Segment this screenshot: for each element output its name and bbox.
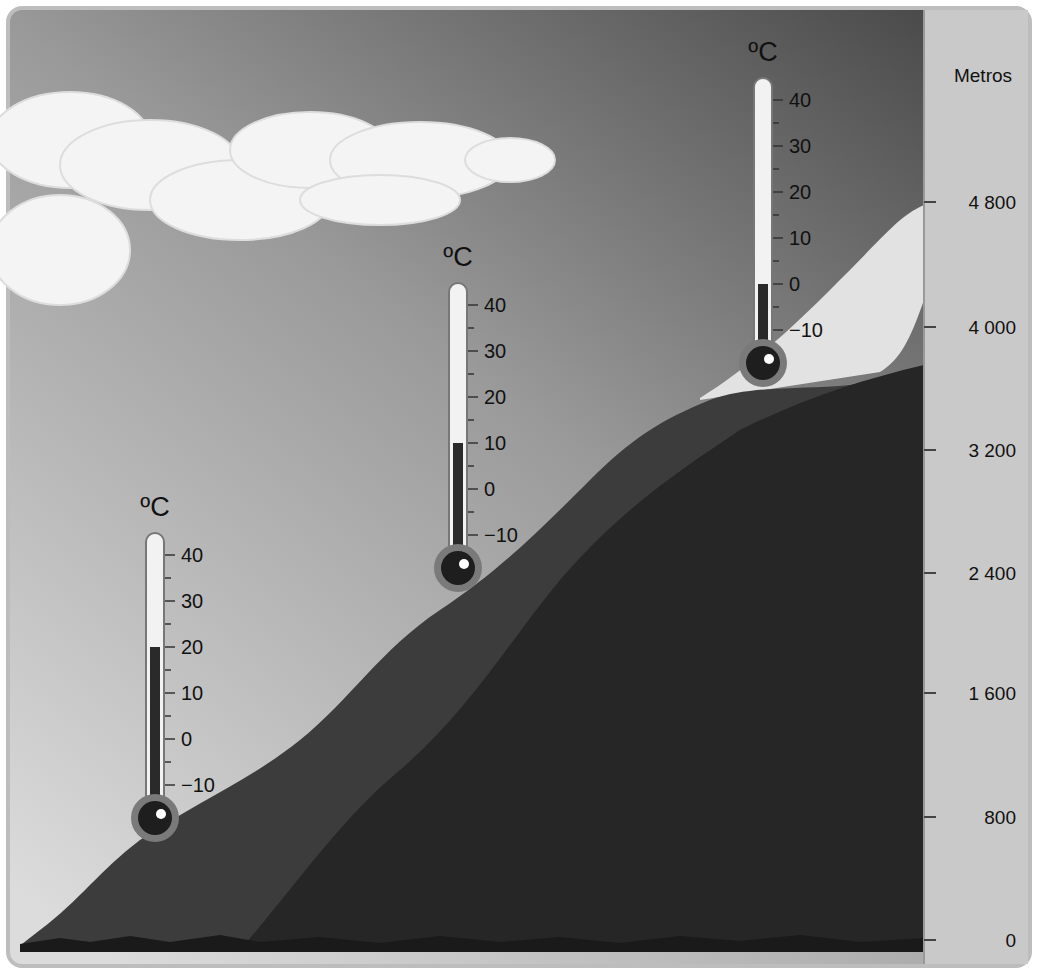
temperature-value: 30	[181, 591, 203, 611]
scale-tick	[773, 99, 783, 101]
scale-tick	[468, 534, 478, 536]
scale-tick	[773, 306, 779, 308]
thermometer	[739, 78, 787, 387]
axis-tick	[924, 692, 936, 694]
scale-tick	[165, 692, 175, 694]
scale-tick	[165, 669, 171, 671]
altitude-value: 3 200	[968, 441, 1016, 460]
scale-tick	[165, 784, 175, 786]
axis-tick	[924, 816, 936, 818]
scale-tick	[468, 304, 478, 306]
thermometer	[131, 533, 179, 842]
altitude-value: 4 000	[968, 318, 1016, 337]
scale-tick	[165, 623, 171, 625]
scale-tick	[773, 145, 783, 147]
temperature-value: 0	[484, 479, 495, 499]
scale-tick	[468, 488, 478, 490]
scale-tick	[468, 327, 474, 329]
temperature-value: 10	[181, 683, 203, 703]
scale-tick	[468, 511, 474, 513]
temperature-value: 10	[484, 433, 506, 453]
snow-cap	[700, 205, 924, 400]
thermometer-bulb	[441, 551, 475, 585]
altitude-axis	[924, 10, 936, 964]
scale-tick	[468, 442, 478, 444]
axis-tick	[924, 326, 936, 328]
thermometer-tube	[449, 283, 467, 568]
unit-label: ºC	[140, 494, 169, 521]
axis-tick	[924, 572, 936, 574]
bulb-ring	[434, 544, 482, 592]
mountain-back	[245, 365, 924, 944]
temperature-value: 20	[181, 637, 203, 657]
thermometer	[434, 283, 482, 592]
altitude-value: 800	[984, 808, 1016, 827]
axis-line	[923, 10, 925, 964]
scale-tick	[468, 350, 478, 352]
mercury-column	[150, 647, 160, 818]
temperature-value: 40	[484, 295, 506, 315]
thermometers	[131, 78, 787, 842]
scale-tick	[773, 168, 779, 170]
temperature-value: −10	[484, 525, 518, 545]
scale-tick	[773, 214, 779, 216]
axis-tick	[924, 939, 936, 941]
scale-tick	[468, 396, 478, 398]
altitude-value: 2 400	[968, 564, 1016, 583]
bulb-highlight	[764, 354, 774, 364]
thermometer-bulb	[746, 346, 780, 380]
altitude-value: 0	[1005, 931, 1016, 950]
unit-label: ºC	[443, 244, 472, 271]
axis-tick	[924, 449, 936, 451]
sky-background	[8, 8, 1030, 966]
ground-vegetation	[20, 935, 924, 952]
bulb-highlight	[156, 809, 166, 819]
temperature-value: 30	[484, 341, 506, 361]
scale-tick	[773, 260, 779, 262]
scale-tick	[165, 761, 171, 763]
scale-tick	[165, 738, 175, 740]
bulb-ring	[131, 794, 179, 842]
temperature-value: 40	[181, 545, 203, 565]
scale-tick	[468, 373, 474, 375]
cloud	[0, 92, 555, 305]
temperature-value: 0	[181, 729, 192, 749]
scale-tick	[773, 329, 783, 331]
scale-tick	[165, 577, 171, 579]
axis-tick	[924, 201, 936, 203]
temperature-value: 0	[789, 274, 800, 294]
scale-tick	[468, 419, 474, 421]
scale-tick	[773, 122, 779, 124]
axis-title: Metros	[954, 66, 1012, 85]
bulb-ring	[739, 339, 787, 387]
scale-tick	[165, 600, 175, 602]
scale-tick	[468, 465, 474, 467]
scale-tick	[773, 191, 783, 193]
thermometer-tube	[146, 533, 164, 818]
thermometer-bulb	[138, 801, 172, 835]
altitude-panel	[924, 10, 1028, 964]
temperature-value: −10	[181, 775, 215, 795]
temperature-value: −10	[789, 320, 823, 340]
temperature-value: 10	[789, 228, 811, 248]
temperature-value: 40	[789, 90, 811, 110]
temperature-value: 30	[789, 136, 811, 156]
scale-tick	[773, 237, 783, 239]
temperature-value: 20	[789, 182, 811, 202]
scale-tick	[773, 283, 783, 285]
altitude-value: 1 600	[968, 684, 1016, 703]
unit-label: ºC	[748, 39, 777, 66]
temperature-value: 20	[484, 387, 506, 407]
thermometer-tube	[754, 78, 772, 363]
altitude-value: 4 800	[968, 193, 1016, 212]
bulb-highlight	[459, 559, 469, 569]
scale-tick	[165, 715, 171, 717]
scale-tick	[165, 646, 175, 648]
scale-tick	[165, 554, 175, 556]
